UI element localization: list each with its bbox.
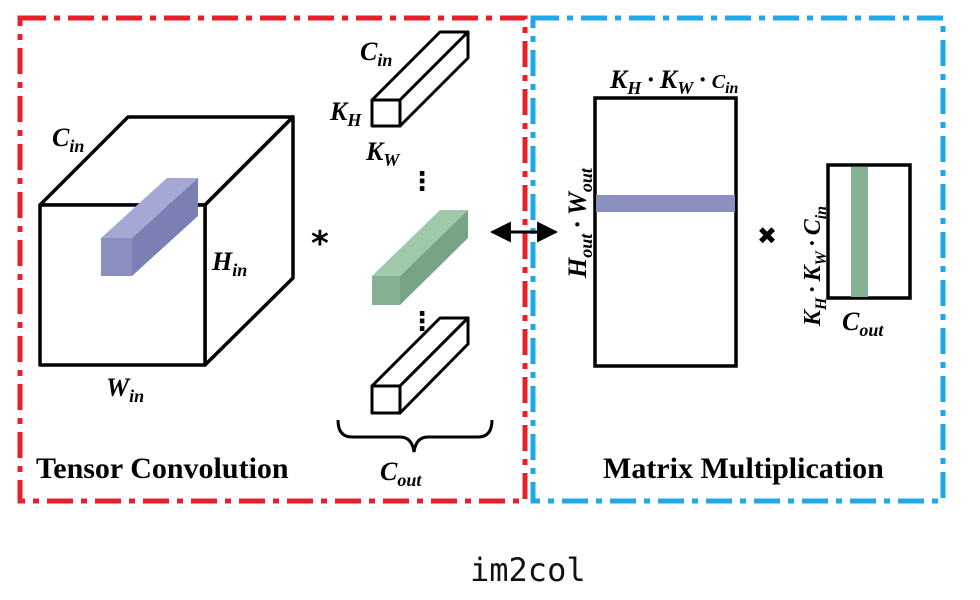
left-panel-border xyxy=(17,15,528,504)
kernel-highlight xyxy=(372,210,468,305)
kernel-c-in-label: Cin xyxy=(360,37,392,70)
matrix-row-highlight xyxy=(596,195,735,212)
im2col-matrix xyxy=(593,96,738,368)
matrix-column-highlight xyxy=(851,167,868,297)
right-panel-title: Matrix Multiplication xyxy=(603,452,884,485)
weight-matrix xyxy=(826,163,912,300)
input-patch-highlight xyxy=(101,178,198,276)
kernel-bottom xyxy=(370,316,470,415)
right-panel-border xyxy=(530,15,946,504)
kernel-kw-label: KW xyxy=(365,137,401,170)
c-in-label: Cin xyxy=(52,123,84,156)
left-panel-title: Tensor Convolution xyxy=(36,452,289,485)
matrix-side-label: Hout·Wout xyxy=(563,167,596,279)
figure-caption: im2col xyxy=(470,551,586,589)
weight-side-label: KH·KW·Cin xyxy=(800,206,830,327)
h-in-label: Hin xyxy=(211,247,247,280)
c-out-right-label: Cout xyxy=(842,307,884,340)
kernel-count-brace xyxy=(336,419,494,453)
kernel-top xyxy=(370,30,470,128)
multiply-operator: ✖ xyxy=(757,222,777,250)
c-out-left-label: Cout xyxy=(380,457,422,490)
vdots-upper: ⋮ xyxy=(409,167,435,197)
kernel-kh-label: KH xyxy=(329,97,362,130)
convolution-operator: * xyxy=(311,224,329,264)
w-in-label: Win xyxy=(106,373,144,406)
matrix-top-label: KH·KW·Cin xyxy=(609,65,739,98)
